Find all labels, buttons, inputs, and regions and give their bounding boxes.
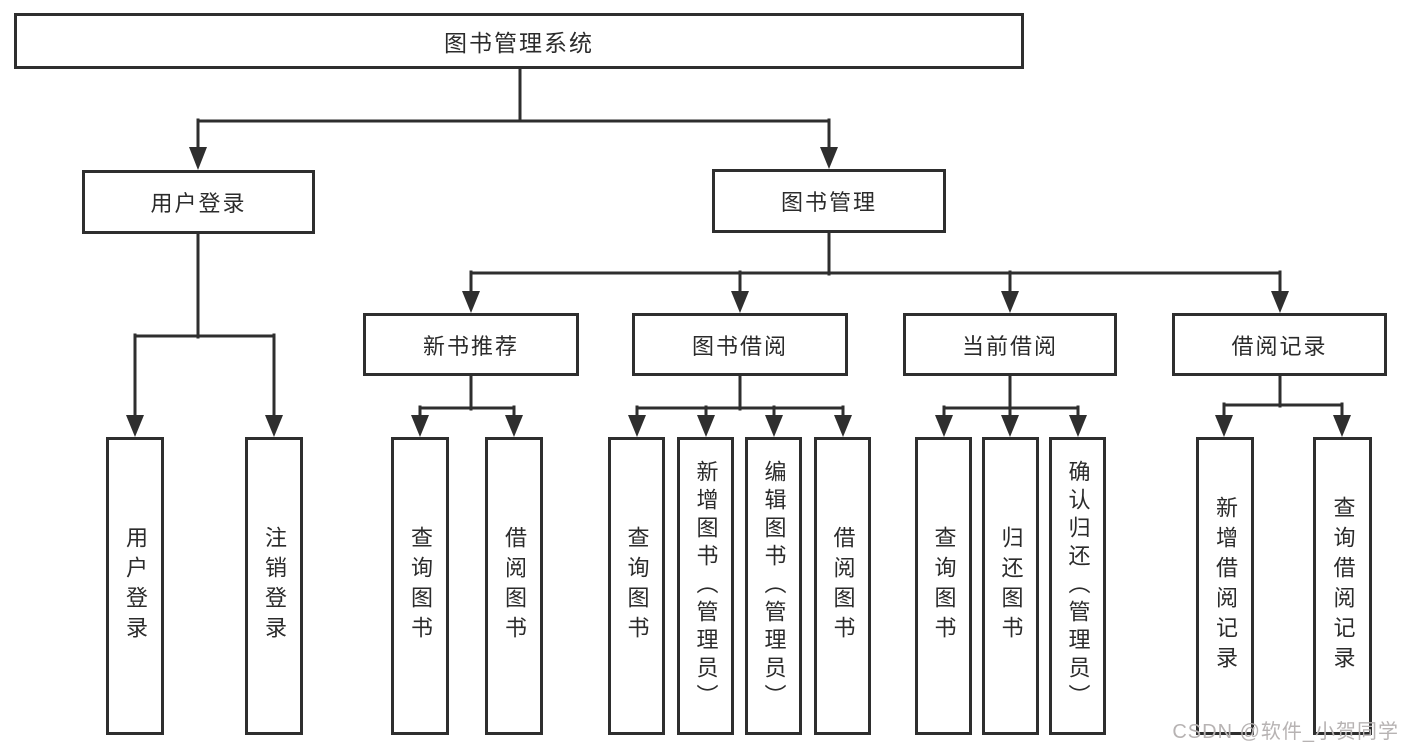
vertical-label: 归还图书	[998, 526, 1024, 646]
vertical-label: 借阅图书	[502, 526, 527, 646]
leaf-current-query-books: 查询图书	[915, 437, 972, 735]
leaf-borrow-query-books: 查询图书	[608, 437, 665, 735]
vertical-label: 编辑图书（管理员）	[761, 460, 787, 712]
vertical-label: 查询图书	[931, 526, 957, 646]
leaf-record-query-borrow-record: 查询借阅记录	[1313, 437, 1372, 735]
connector-user-login-children	[126, 232, 283, 437]
vertical-label: 查询图书	[408, 526, 433, 646]
connector-borrow-children	[628, 374, 852, 437]
leaf-borrow-add-books-admin: 新增图书（管理员）	[677, 437, 734, 735]
leaf-recommend-query-books: 查询图书	[391, 437, 449, 735]
leaf-recommend-borrow-books: 借阅图书	[485, 437, 543, 735]
node-user-login: 用户登录	[82, 170, 315, 234]
leaf-borrow-edit-books-admin: 编辑图书（管理员）	[745, 437, 802, 735]
node-root-library-management-system: 图书管理系统	[14, 13, 1024, 69]
vertical-label: 查询图书	[624, 526, 650, 646]
csdn-watermark: CSDN @软件_小贺同学	[1172, 721, 1399, 743]
leaf-user-login: 用户登录	[106, 437, 164, 735]
vertical-label: 注销登录	[262, 526, 287, 646]
vertical-label: 借阅图书	[830, 526, 856, 646]
leaf-record-add-borrow-record: 新增借阅记录	[1196, 437, 1254, 735]
node-current-borrowing: 当前借阅	[903, 313, 1117, 376]
vertical-label: 确认归还（管理员）	[1065, 460, 1091, 712]
leaf-borrow-borrow-books: 借阅图书	[814, 437, 871, 735]
vertical-label: 新增借阅记录	[1213, 496, 1238, 676]
leaf-current-confirm-return-admin: 确认归还（管理员）	[1049, 437, 1106, 735]
node-book-borrowing: 图书借阅	[632, 313, 848, 376]
leaf-logout: 注销登录	[245, 437, 303, 735]
node-new-book-recommend: 新书推荐	[363, 313, 579, 376]
leaf-current-return-books: 归还图书	[982, 437, 1039, 735]
vertical-label: 新增图书（管理员）	[693, 460, 719, 712]
node-book-management: 图书管理	[712, 169, 946, 233]
connector-recommend-children	[411, 374, 523, 437]
node-borrowing-records: 借阅记录	[1172, 313, 1387, 376]
vertical-label: 查询借阅记录	[1330, 496, 1356, 676]
connector-book-management-children	[462, 231, 1289, 313]
vertical-label: 用户登录	[123, 526, 148, 646]
connector-record-children	[1215, 374, 1351, 437]
connector-current-children	[935, 374, 1087, 437]
connector-root-to-level2	[189, 67, 838, 170]
